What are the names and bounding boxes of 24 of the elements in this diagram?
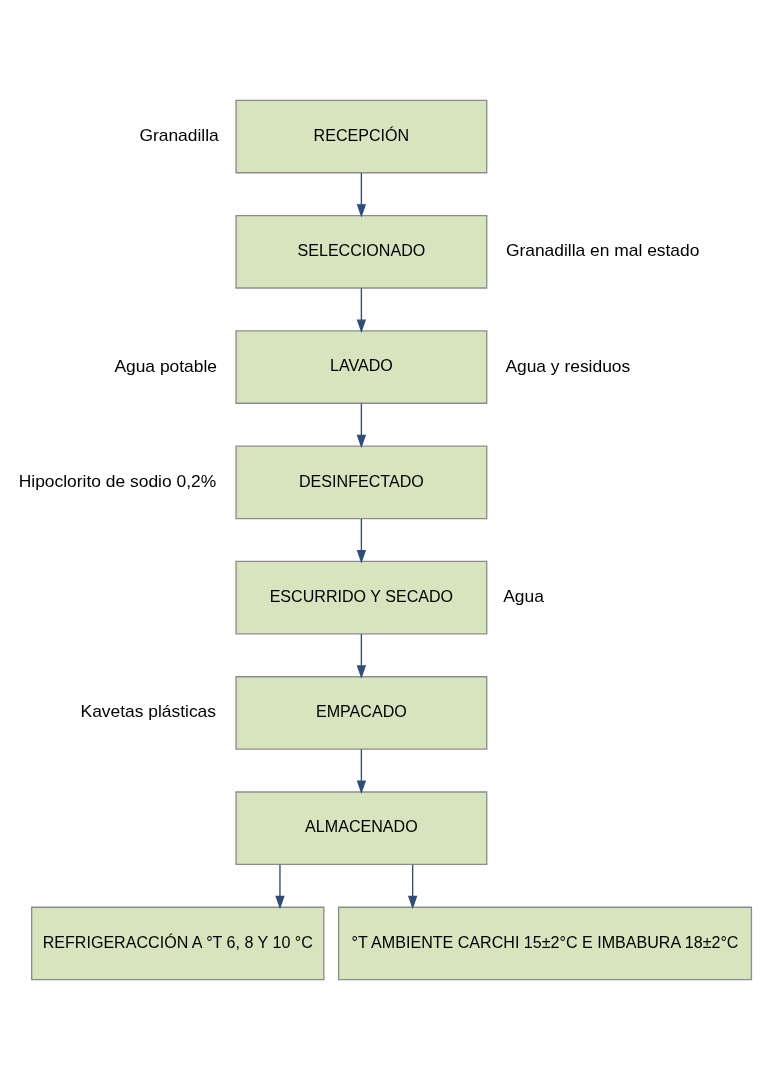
node-label: Granadilla en mal estado [505,240,700,261]
node-box: RECEPCIÓN [235,99,488,174]
node-label: Agua potable [114,355,217,376]
arrow [275,864,285,910]
node-label: Agua [503,586,544,607]
node-box: °T AMBIENTE CARCHI 15±2°C E IMBABURA 18±2°C [337,906,753,981]
arrow [356,402,367,449]
node-label: Hipoclorito de sodio 0,2% [18,470,217,491]
node-box: DESINFECTADO [235,445,488,520]
arrow [356,748,367,794]
node-label: Granadilla [139,125,219,146]
node-box: ESCURRIDO Y SECADO [235,560,488,635]
node-label: Kavetas plásticas [80,701,216,722]
node-box: ALMACENADO [235,791,488,866]
node-box: REFRIGERACCIÓN A °T 6, 8 Y 10 °C [31,906,325,981]
arrow [356,172,367,218]
arrow [356,287,367,333]
node-box: LAVADO [235,330,488,404]
node-label: Agua y residuos [505,355,631,376]
arrow [356,518,367,564]
arrow [407,864,418,910]
node-box: SELECCIONADO [235,214,488,289]
arrow [356,633,367,679]
node-box: EMPACADO [235,676,488,750]
